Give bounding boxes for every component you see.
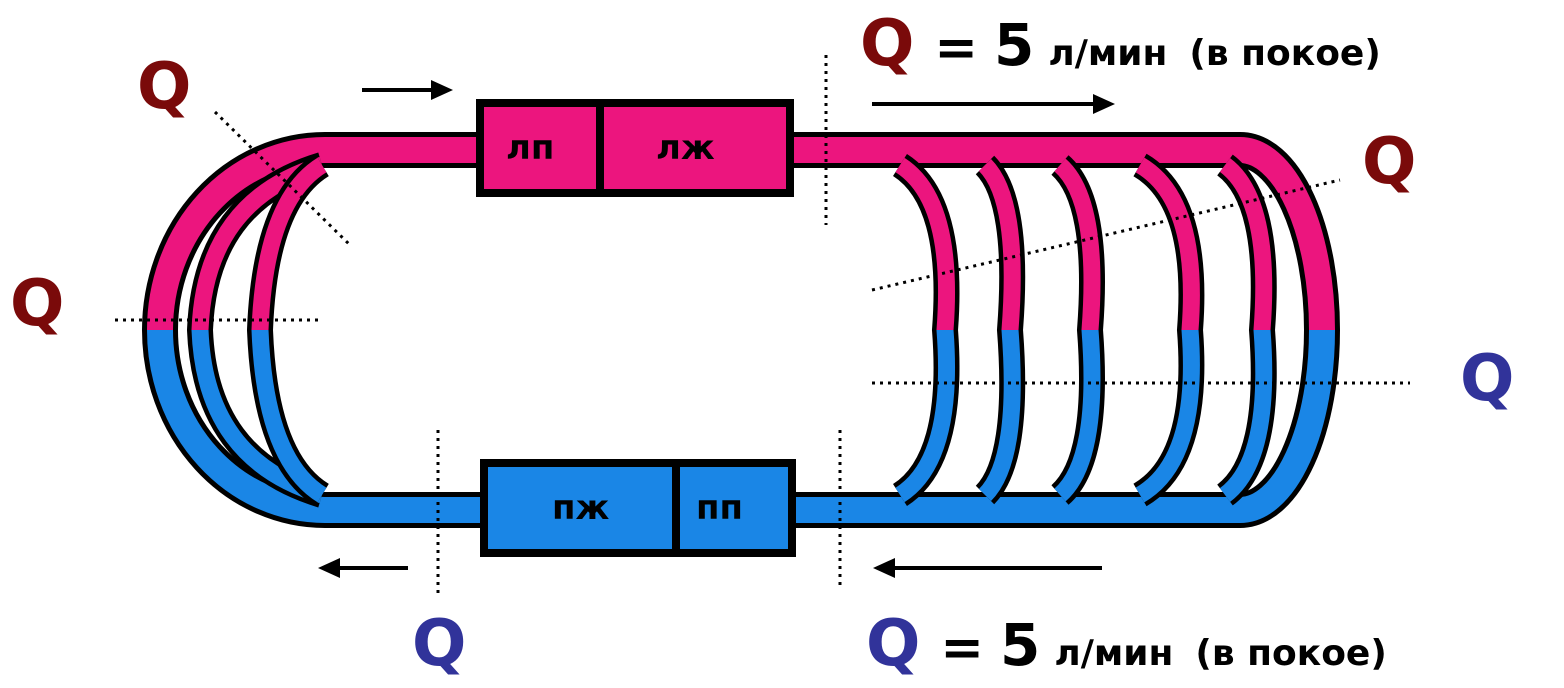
top-flow-symbol: Q <box>860 7 915 81</box>
dotted-line-systemic-arteries <box>871 178 1341 292</box>
main-vessel-venous <box>141 330 1341 528</box>
flow-q-pulmonary-capillaries: Q <box>10 267 65 341</box>
systemic-capillary <box>1050 155 1105 505</box>
top-flow-note: (в покое) <box>1189 33 1381 74</box>
right-heart <box>480 459 796 557</box>
flow-q-systemic-capillaries: Q <box>1460 342 1515 416</box>
top-flow-value: 5 <box>993 11 1035 79</box>
arrow-right-icon <box>872 94 1115 114</box>
bottom-flow-symbol: Q <box>866 607 921 681</box>
arrow-left-icon <box>318 558 408 578</box>
systemic-capillaries <box>892 153 1277 507</box>
arrow-left-icon <box>873 558 1102 578</box>
top-flow-equals: = <box>934 18 978 78</box>
bottom-flow-equals: = <box>940 618 984 678</box>
left-atrium-label: лп <box>506 128 555 168</box>
left-heart <box>476 99 794 197</box>
main-vessel-arterial <box>141 132 1341 330</box>
bottom-flow-unit: л/мин <box>1054 633 1174 674</box>
flow-q-systemic-arteries: Q <box>1362 125 1417 199</box>
flow-q-pulmonary-vein: Q <box>412 607 467 681</box>
systemic-capillary <box>1216 154 1277 506</box>
pulmonary-capillaries <box>186 152 330 508</box>
right-ventricle-label: пж <box>552 488 610 528</box>
arrow-right-icon <box>362 80 453 100</box>
right-atrium-label: пп <box>696 488 743 528</box>
systemic-capillary <box>1132 153 1205 507</box>
systemic-capillary <box>975 155 1026 505</box>
right-atrium-box <box>672 459 796 557</box>
arrows <box>318 80 1115 578</box>
bottom-flow-note: (в покое) <box>1195 633 1387 674</box>
pulmonary-capillary <box>246 153 330 507</box>
left-ventricle-label: лж <box>656 128 715 168</box>
left-ventricle-box <box>596 99 794 197</box>
bottom-flow-value: 5 <box>999 611 1041 679</box>
flow-q-pulmonary-artery: Q <box>137 50 192 124</box>
top-flow-unit: л/мин <box>1048 33 1168 74</box>
systemic-capillary <box>892 154 960 506</box>
dotted-lines <box>115 55 1410 598</box>
pulmonary-capillary <box>186 152 326 508</box>
